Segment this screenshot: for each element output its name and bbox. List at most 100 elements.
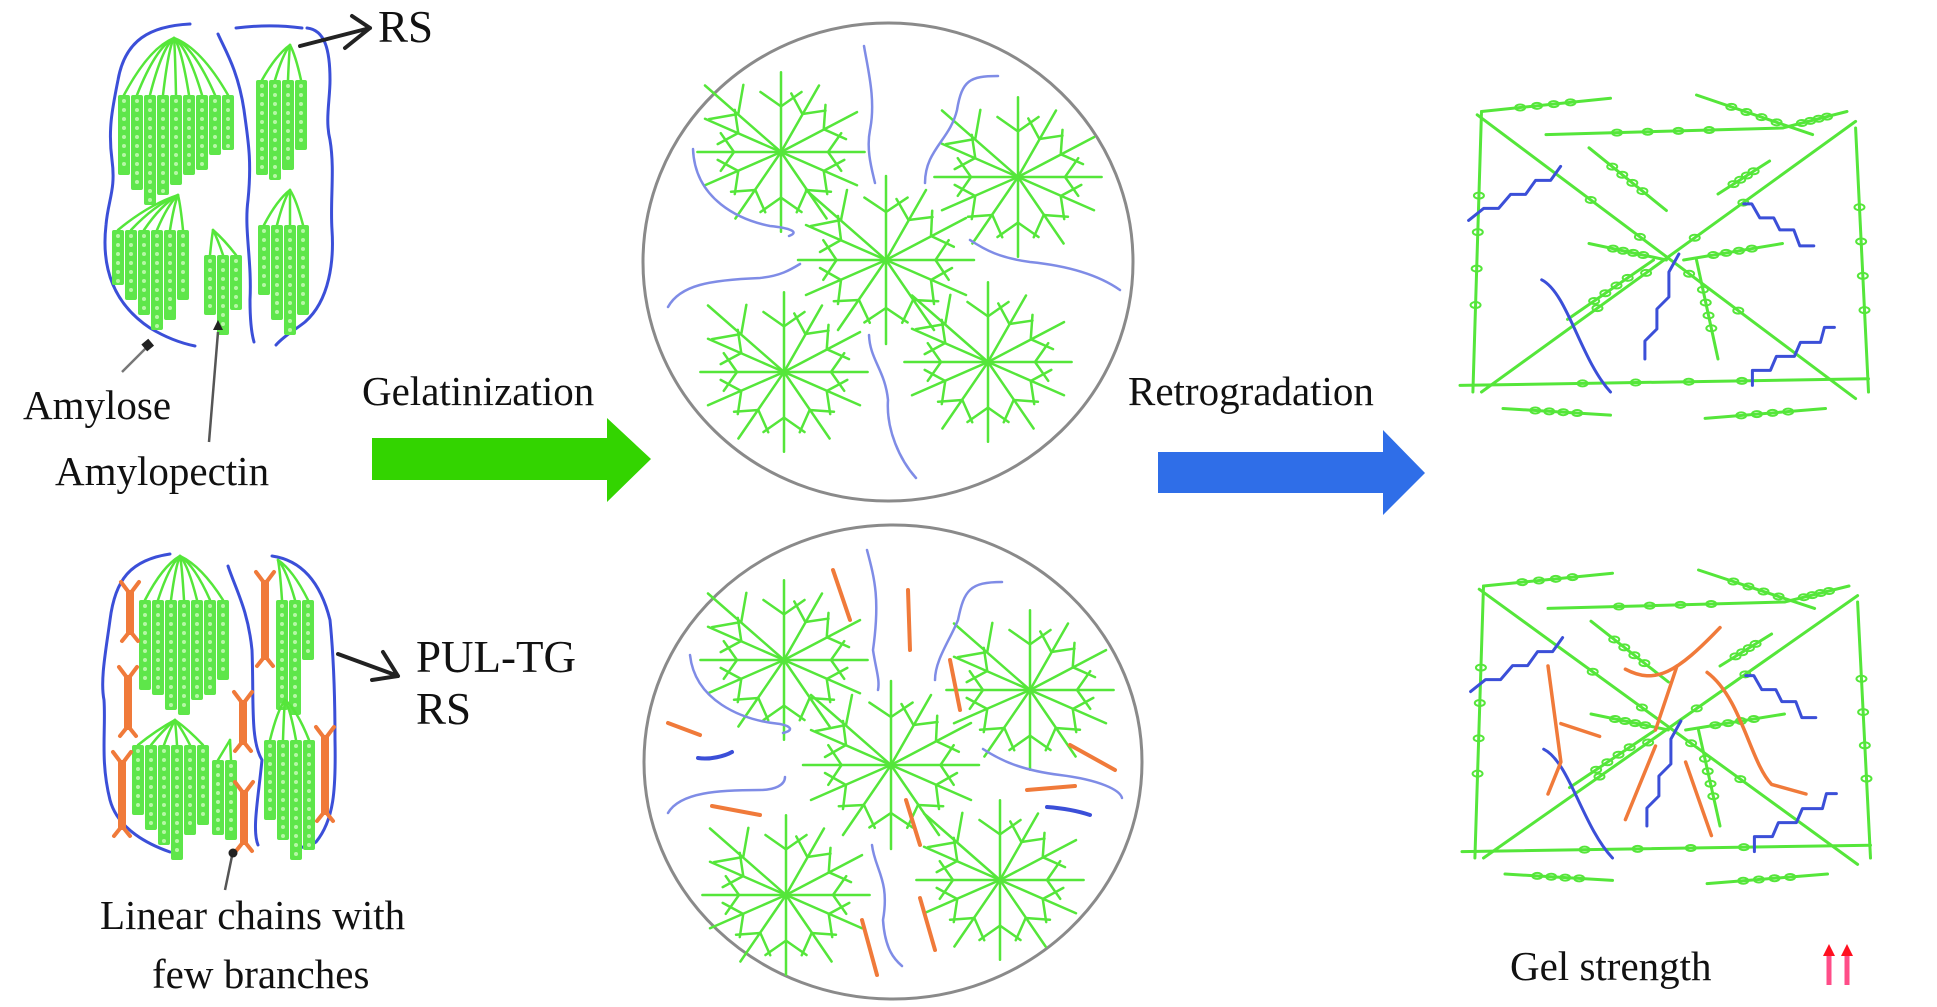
amylopectin-double-helix-block xyxy=(256,80,268,175)
helix-bead xyxy=(1701,767,1714,776)
dendrite-twig xyxy=(929,266,954,282)
amylopectin-double-helix-block xyxy=(204,600,216,695)
helix-bead xyxy=(1557,408,1570,417)
helix-dot xyxy=(143,649,147,653)
helix-dot xyxy=(142,243,146,247)
helix-dot xyxy=(195,676,199,680)
helix-dot xyxy=(200,135,204,139)
dendrite-twig xyxy=(1059,128,1064,156)
helix-dot xyxy=(273,138,277,142)
dendrite-arm xyxy=(953,878,1002,948)
dendrite-twig xyxy=(986,406,1010,424)
dendrite-arm xyxy=(804,223,888,262)
helix-dot xyxy=(213,144,217,148)
dendrite-arm xyxy=(784,893,864,930)
helix-dot xyxy=(288,292,292,296)
helix-dot xyxy=(216,791,220,795)
dendrite-twig xyxy=(722,370,739,393)
retrograded-double-helix-chain xyxy=(1566,258,1655,321)
retrograded-double-helix-chain xyxy=(1684,712,1786,732)
helix-dot xyxy=(188,812,192,816)
dendrite-arm xyxy=(706,370,786,407)
amylopectin-double-helix-block xyxy=(152,600,164,695)
dendrite-twig xyxy=(961,398,974,424)
dendrite-twig xyxy=(895,197,910,222)
dendrite-twig xyxy=(722,639,739,662)
dendrite-arm xyxy=(998,878,1047,948)
helix-dot xyxy=(175,785,179,789)
helix-dot xyxy=(161,126,165,130)
helix-dot xyxy=(275,301,279,305)
helix-dot xyxy=(288,319,292,323)
helix-dot xyxy=(221,649,225,653)
helix-dot xyxy=(129,261,133,265)
helix-bead xyxy=(1705,324,1718,333)
dendrite-twig xyxy=(938,859,955,882)
dendrite-twig xyxy=(970,133,977,160)
amylopectin-double-helix-block xyxy=(170,95,182,185)
amylopectin-label: Amylopectin xyxy=(55,448,269,494)
helix-dot xyxy=(221,259,225,263)
dendrite-twig xyxy=(1029,368,1053,383)
dendrite-twig xyxy=(822,258,838,282)
helix-dot xyxy=(288,274,292,278)
helix-dot xyxy=(301,301,305,305)
dendrite-arm xyxy=(986,360,1035,430)
dendrite-twig xyxy=(793,312,807,336)
dendrite-twig xyxy=(935,859,959,874)
dendrite-twig xyxy=(929,234,956,249)
helix-dot xyxy=(182,640,186,644)
helix-dot xyxy=(234,295,238,299)
helix-dot xyxy=(168,288,172,292)
helix-dot xyxy=(208,676,212,680)
helix-dot xyxy=(136,758,140,762)
linear-chain-fragment xyxy=(126,590,134,635)
helix-dot xyxy=(168,306,172,310)
helix-bead xyxy=(1610,281,1623,290)
dendrite-arm xyxy=(983,688,1032,758)
helix-dot xyxy=(182,703,186,707)
pul-tg-rs-label: RS xyxy=(416,684,471,734)
helix-dot xyxy=(135,99,139,103)
dendrite-twig xyxy=(1041,831,1046,859)
gel-strength-label: Gel strength xyxy=(1510,943,1712,989)
helix-dot xyxy=(299,102,303,106)
helix-dot xyxy=(208,259,212,263)
dendrite-arm xyxy=(884,216,968,262)
helix-dot xyxy=(280,667,284,671)
helix-dot xyxy=(301,256,305,260)
dendrite-twig xyxy=(939,743,955,767)
helix-dot xyxy=(226,144,230,148)
helix-dot xyxy=(181,270,185,274)
dendrite-twig xyxy=(1024,916,1052,921)
helix-dot xyxy=(221,286,225,290)
helix-dot xyxy=(182,613,186,617)
amylose-label: Amylose xyxy=(23,382,171,428)
dendrite-twig xyxy=(719,150,736,173)
helix-dot xyxy=(175,830,179,834)
helix-bead xyxy=(1516,578,1529,587)
retrogradation-label: Retrogradation xyxy=(1128,368,1374,414)
dendrite-arm xyxy=(884,258,936,332)
dendrite-twig xyxy=(841,783,848,811)
dendrite-twig xyxy=(806,852,832,859)
helix-dot xyxy=(281,753,285,757)
helix-bead xyxy=(1573,874,1586,883)
dendrite-twig xyxy=(740,591,748,624)
helix-dot xyxy=(286,147,290,151)
helix-dot xyxy=(286,84,290,88)
helix-dot xyxy=(187,135,191,139)
helix-bead xyxy=(1740,108,1753,117)
helix-dot xyxy=(142,306,146,310)
amylopectin-double-helix-block xyxy=(184,745,196,835)
helix-dot xyxy=(234,277,238,281)
linear-chain-branch xyxy=(254,570,276,668)
dendrite-arm xyxy=(708,827,788,897)
helix-dot xyxy=(201,776,205,780)
helix-bead xyxy=(1755,113,1768,122)
helix-dot xyxy=(208,649,212,653)
helix-bead xyxy=(1750,410,1763,419)
helix-dot xyxy=(208,667,212,671)
dendrite-twig xyxy=(804,617,830,624)
